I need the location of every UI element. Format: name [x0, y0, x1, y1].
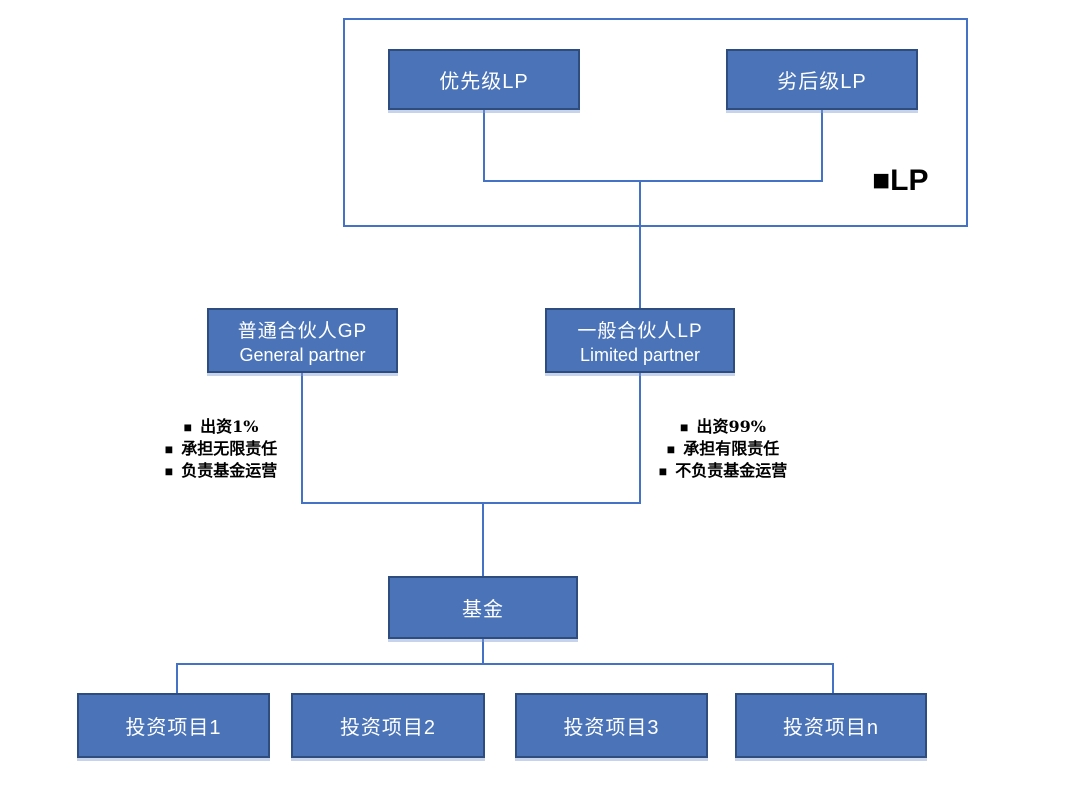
- square-bullet-icon: ■: [183, 419, 193, 435]
- node-project-1-label: 投资项目1: [125, 717, 222, 739]
- node-general-partner-title: 普通合伙人GP: [237, 320, 368, 342]
- lp-group-label: ■LP: [872, 164, 928, 198]
- note-text: 出资99%: [696, 417, 766, 436]
- node-project-3-label: 投资项目3: [563, 717, 660, 739]
- node-general-partner: 普通合伙人GP General partner: [207, 308, 398, 373]
- note-text: 负责基金运营: [181, 461, 278, 480]
- note-item: ■ 负责基金运营: [130, 460, 312, 482]
- square-bullet-icon: ■: [658, 463, 668, 479]
- square-bullet-icon: ■: [164, 463, 174, 479]
- note-text: 承担无限责任: [181, 439, 278, 458]
- node-limited-partner-title: 一般合伙人LP: [577, 320, 703, 342]
- square-bullet-icon: ■: [680, 419, 689, 435]
- note-item: ■ 出资1%: [130, 416, 312, 438]
- note-item: ■ 承担无限责任: [130, 438, 312, 460]
- square-bullet-icon: ■: [872, 164, 891, 197]
- node-project-2: 投资项目2: [291, 693, 485, 758]
- note-item: ■ 出资99%: [632, 416, 814, 438]
- node-project-2-label: 投资项目2: [339, 717, 437, 739]
- node-project-3: 投资项目3: [515, 693, 708, 758]
- lp-group-label-text: LP: [890, 164, 929, 197]
- node-project-n-label: 投资项目n: [782, 717, 880, 739]
- lp-group-frame: [343, 18, 968, 227]
- node-project-1: 投资项目1: [77, 693, 270, 758]
- node-subordinate-lp-label: 劣后级LP: [777, 71, 867, 93]
- node-limited-partner-subtitle: Limited partner: [579, 344, 701, 365]
- square-bullet-icon: ■: [666, 441, 676, 457]
- node-fund-label: 基金: [462, 599, 504, 621]
- node-subordinate-lp: 劣后级LP: [726, 49, 918, 110]
- square-bullet-icon: ■: [164, 441, 174, 457]
- limited-partner-notes: ■ 出资99% ■ 承担有限责任 ■ 不负责基金运营: [632, 416, 814, 482]
- node-senior-lp-label: 优先级LP: [439, 71, 529, 93]
- node-senior-lp: 优先级LP: [388, 49, 580, 110]
- node-general-partner-subtitle: General partner: [239, 344, 366, 365]
- node-limited-partner: 一般合伙人LP Limited partner: [545, 308, 735, 373]
- general-partner-notes: ■ 出资1% ■ 承担无限责任 ■ 负责基金运营: [130, 416, 312, 482]
- note-text: 出资1%: [200, 417, 259, 436]
- note-item: ■ 不负责基金运营: [632, 460, 814, 482]
- note-text: 承担有限责任: [683, 439, 780, 458]
- node-fund: 基金: [388, 576, 578, 639]
- node-project-n: 投资项目n: [735, 693, 927, 758]
- note-text: 不负责基金运营: [675, 461, 788, 480]
- note-item: ■ 承担有限责任: [632, 438, 814, 460]
